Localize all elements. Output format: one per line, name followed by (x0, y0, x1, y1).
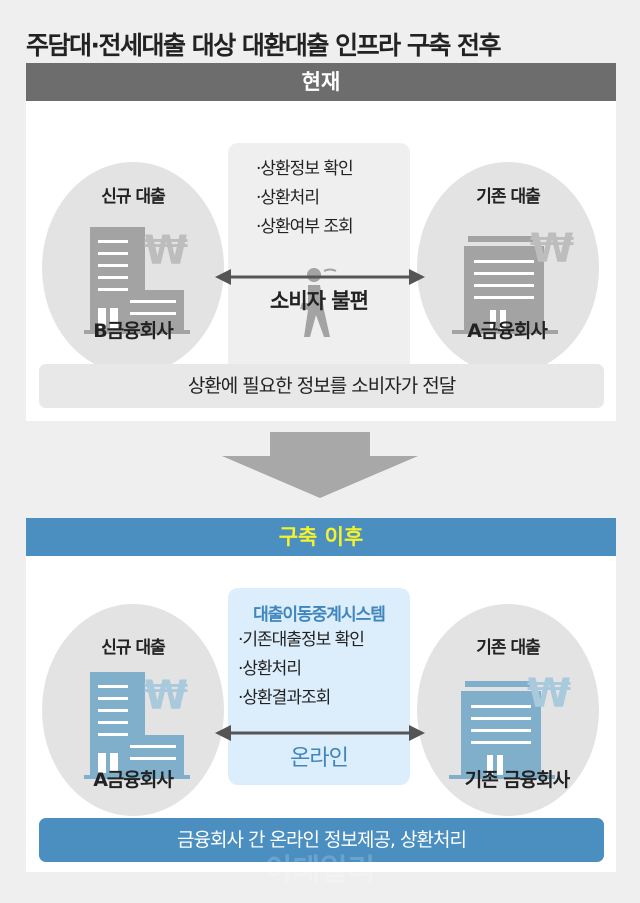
step-item: ·상환여부 조회 (256, 217, 354, 237)
bank-building-icon: ₩ (84, 227, 190, 334)
svg-text:₩: ₩ (144, 673, 188, 719)
bank-building-icon: ₩ (452, 226, 574, 334)
before-center-box: ·상환정보 확인 ·상환처리 ·상환여부 조회 소비자 불편 (228, 143, 410, 405)
after-header: 구축 이후 (26, 518, 616, 556)
after-summary: 금융회사 간 온라인 정보제공, 상환처리 (39, 818, 604, 862)
page-title: 주담대·전세대출 대상 대환대출 인프라 구축 전후 (26, 31, 502, 60)
svg-text:₩: ₩ (527, 671, 571, 717)
step-item: ·상환결과조회 (238, 688, 331, 708)
online-caption: 온라인 (290, 746, 349, 771)
new-loan-label: 신규 대출 (101, 638, 165, 658)
existing-loan-company: A금융회사 (467, 320, 548, 342)
svg-text:₩: ₩ (530, 226, 574, 272)
before-header: 현재 (26, 63, 616, 101)
new-loan-company: A금융회사 (93, 769, 174, 791)
step-item: ·상환처리 (256, 188, 320, 208)
new-loan-label: 신규 대출 (101, 187, 165, 207)
svg-text:₩: ₩ (144, 228, 188, 274)
loan-transfer-system-title: 대출이동중계시스템 (253, 605, 386, 625)
before-summary: 상환에 필요한 정보를 소비자가 전달 (39, 364, 604, 408)
watermark: 이데일리 (264, 853, 376, 888)
down-arrow-icon (222, 432, 418, 498)
step-item: ·기존대출정보 확인 (238, 630, 365, 650)
bank-building-icon: ₩ (84, 672, 190, 779)
step-item: ·상환처리 (238, 659, 302, 679)
existing-loan-label: 기존 대출 (476, 187, 540, 207)
step-item: ·상환정보 확인 (256, 159, 354, 179)
existing-loan-company: 기존 금융회사 (464, 769, 571, 791)
double-arrow-icon (215, 269, 425, 285)
bank-building-icon: ₩ (449, 671, 571, 779)
consumer-inconvenience: 소비자 불편 (270, 289, 369, 313)
after-center-box: 대출이동중계시스템 ·기존대출정보 확인 ·상환처리 ·상환결과조회 온라인 (228, 588, 410, 785)
double-arrow-icon (215, 725, 425, 741)
new-loan-company: B금융회사 (93, 320, 173, 342)
existing-loan-label: 기존 대출 (476, 638, 540, 658)
